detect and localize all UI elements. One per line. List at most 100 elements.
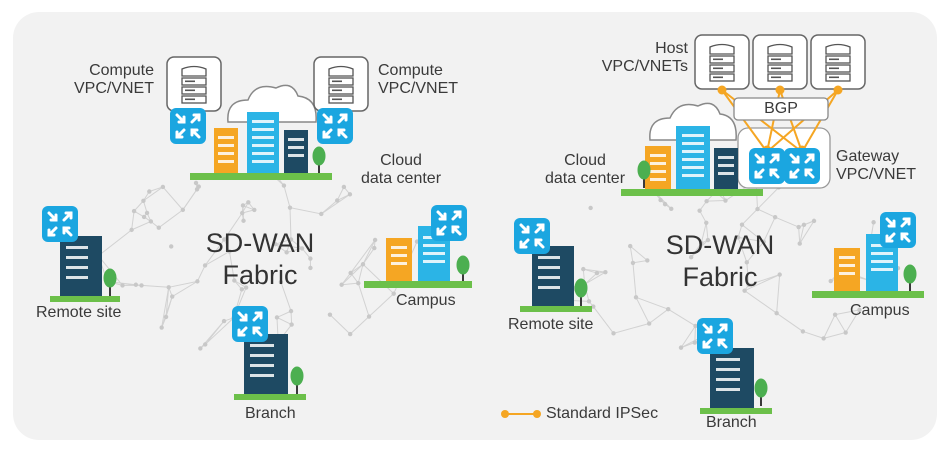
cloud-icon xyxy=(649,102,737,141)
mesh-link xyxy=(234,280,247,289)
mesh-link xyxy=(158,209,184,229)
mesh-node xyxy=(241,218,246,223)
campus-left xyxy=(364,205,472,288)
mesh-link xyxy=(763,216,776,242)
mesh-link xyxy=(700,222,707,244)
mesh-node xyxy=(372,237,378,243)
mesh-link xyxy=(204,251,230,266)
router-icon[interactable] xyxy=(232,306,268,342)
mesh-link xyxy=(774,216,799,228)
mesh-link xyxy=(738,236,764,243)
server-icon xyxy=(166,56,222,112)
router-icon[interactable] xyxy=(514,218,550,254)
mesh-link xyxy=(357,264,364,284)
cloud-data-center-left xyxy=(190,84,332,180)
mesh-node xyxy=(243,285,249,290)
mesh-link xyxy=(341,282,359,286)
mesh-node xyxy=(586,299,592,304)
label-line: Gateway xyxy=(836,148,900,165)
mesh-node xyxy=(240,210,245,216)
mesh-link xyxy=(161,287,170,328)
mesh-link xyxy=(131,220,152,231)
mesh-link xyxy=(694,325,696,343)
mesh-node xyxy=(704,198,709,204)
mesh-link xyxy=(776,312,804,332)
mesh-node xyxy=(198,346,203,351)
mesh-link xyxy=(746,262,750,285)
mesh-node xyxy=(821,336,826,341)
mesh-node xyxy=(274,315,280,320)
mesh-node xyxy=(319,211,324,217)
mesh-node xyxy=(843,330,848,335)
mesh-node xyxy=(284,250,289,255)
label-line: VPC/VNET xyxy=(836,165,917,183)
mesh-link xyxy=(798,227,801,244)
mesh-node xyxy=(147,189,152,194)
mesh-node xyxy=(289,322,294,327)
router-icon[interactable] xyxy=(697,318,733,354)
mesh-node xyxy=(141,214,147,220)
mesh-node xyxy=(246,200,251,205)
mesh-node xyxy=(662,201,668,207)
mesh-node xyxy=(611,331,616,336)
building xyxy=(214,128,238,174)
mesh-link xyxy=(613,323,650,334)
compute-label-left: Compute VPC/VNET xyxy=(44,62,154,98)
mesh-node xyxy=(203,342,208,347)
router-icon[interactable] xyxy=(784,148,820,184)
building xyxy=(386,238,412,282)
mesh-link xyxy=(196,265,206,282)
mesh-node xyxy=(232,278,237,283)
mesh-node xyxy=(360,262,366,267)
building xyxy=(834,248,860,292)
fabric-label-line: Fabric xyxy=(682,261,758,292)
router-icon[interactable] xyxy=(880,212,916,248)
mesh-link xyxy=(275,243,287,253)
mesh-node xyxy=(144,210,150,216)
mesh-link xyxy=(757,187,780,210)
mesh-link xyxy=(357,283,370,317)
router-icon[interactable] xyxy=(431,205,467,241)
mesh-node xyxy=(669,206,674,212)
router-icon[interactable] xyxy=(42,206,78,242)
mesh-node xyxy=(832,312,838,317)
mesh-link xyxy=(635,296,669,310)
mesh-link xyxy=(362,263,395,295)
mesh-link xyxy=(204,239,225,266)
mesh-node xyxy=(195,279,200,284)
mesh-link xyxy=(799,224,805,244)
mesh-link xyxy=(584,271,606,285)
mesh-link xyxy=(823,314,836,339)
mesh-node xyxy=(356,280,361,286)
remote-site-right xyxy=(514,218,592,312)
mesh-node xyxy=(299,246,305,251)
remote-site-label-right: Remote site xyxy=(508,316,594,333)
router-icon[interactable] xyxy=(749,148,785,184)
router-icon[interactable] xyxy=(317,108,353,144)
label-line: VPC/VNET xyxy=(73,79,154,97)
mesh-link xyxy=(283,185,291,208)
mesh-node xyxy=(678,345,684,350)
mesh-link xyxy=(286,239,292,253)
label-line: Cloud xyxy=(564,152,606,169)
mesh-node xyxy=(871,220,876,225)
mesh-node xyxy=(746,282,751,288)
mesh-node xyxy=(366,314,372,319)
mesh-link xyxy=(776,274,781,314)
branch-label-right: Branch xyxy=(706,414,757,431)
mesh-link xyxy=(362,239,376,265)
mesh-link xyxy=(329,314,351,335)
mesh-node xyxy=(697,208,702,213)
router-icon[interactable] xyxy=(170,108,206,144)
mesh-link xyxy=(165,296,173,318)
mesh-node xyxy=(194,187,200,192)
mesh-node xyxy=(796,224,801,230)
mesh-node xyxy=(169,244,174,249)
mesh-link xyxy=(799,220,815,244)
mesh-node xyxy=(774,311,779,316)
label-line: Compute xyxy=(378,62,443,79)
mesh-node xyxy=(800,329,806,334)
mesh-node xyxy=(603,269,608,275)
